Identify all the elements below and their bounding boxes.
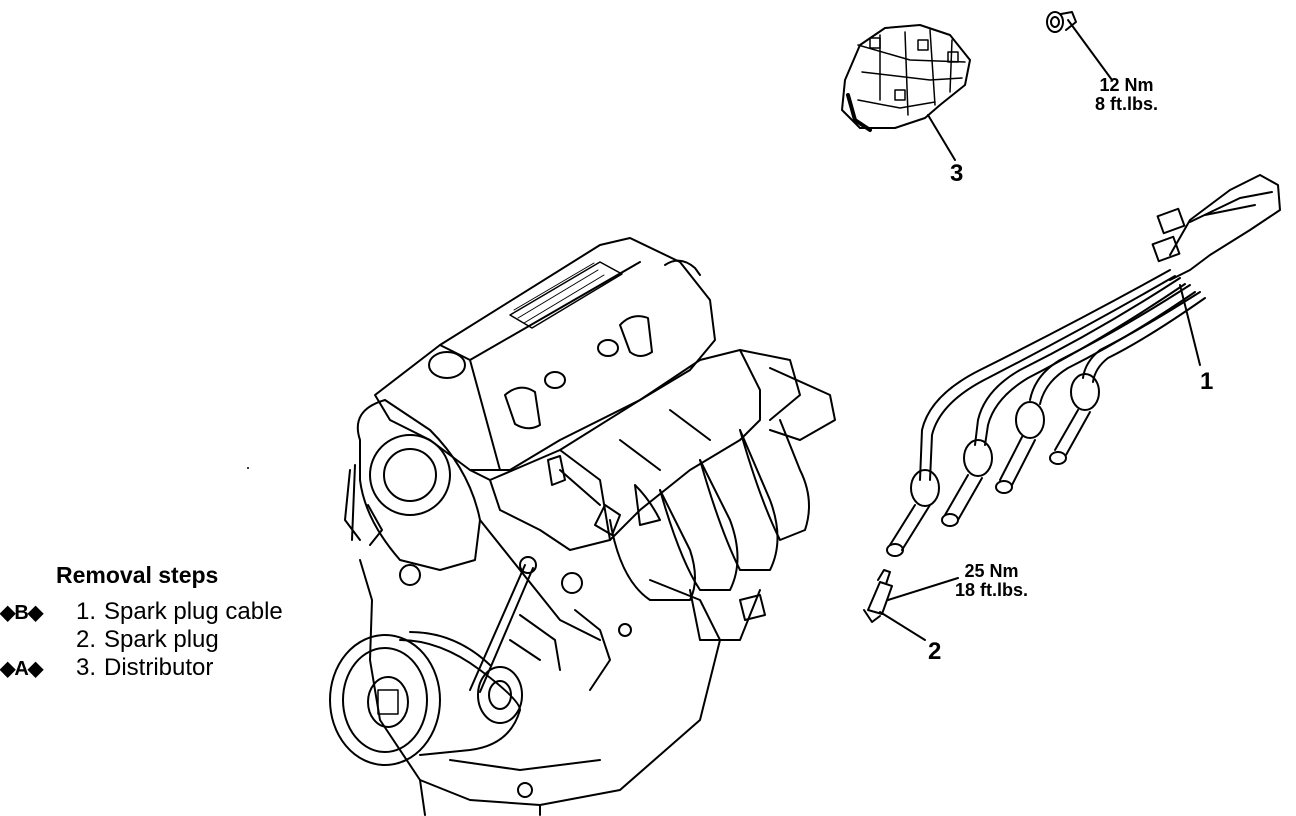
service-point-mark-a: ◆A◆ [0, 658, 43, 680]
distributor-bolt-torque-ftlbs: 8 ft.lbs. [1095, 94, 1159, 114]
step-text: Spark plug cable [104, 598, 283, 625]
service-point-mark-b: ◆B◆ [0, 602, 43, 624]
spark-plug-torque-nm: 25 Nm [964, 561, 1019, 581]
spark-plug [863, 569, 959, 641]
step-text: Distributor [104, 654, 214, 681]
removal-step-1: ◆B◆ 1. Spark plug cable [0, 598, 283, 626]
distributor-bolt-torque-nm: 12 Nm [1099, 75, 1154, 95]
removal-step-2: 2. Spark plug [0, 626, 219, 654]
spark-plug-torque-ftlbs: 18 ft.lbs. [955, 580, 1029, 600]
step-text: Spark plug [104, 626, 219, 653]
distributor-bolt-torque: 12 Nm 8 ft.lbs. [1095, 76, 1158, 114]
engine-block [329, 237, 836, 816]
distributor-bolt [1046, 11, 1113, 81]
step-number: 1. [75, 598, 96, 625]
distributor [841, 24, 971, 161]
step-number: 2. [75, 626, 96, 653]
spark-plug-cables [886, 174, 1281, 557]
spark-plug-torque: 25 Nm 18 ft.lbs. [955, 562, 1028, 600]
removal-step-3: ◆A◆ 3. Distributor [0, 654, 213, 682]
step-number: 3. [75, 654, 96, 681]
callout-1: 1 [1200, 368, 1214, 395]
removal-steps-title: Removal steps [56, 562, 219, 588]
callout-2: 2 [928, 638, 942, 665]
callout-3: 3 [950, 160, 964, 187]
